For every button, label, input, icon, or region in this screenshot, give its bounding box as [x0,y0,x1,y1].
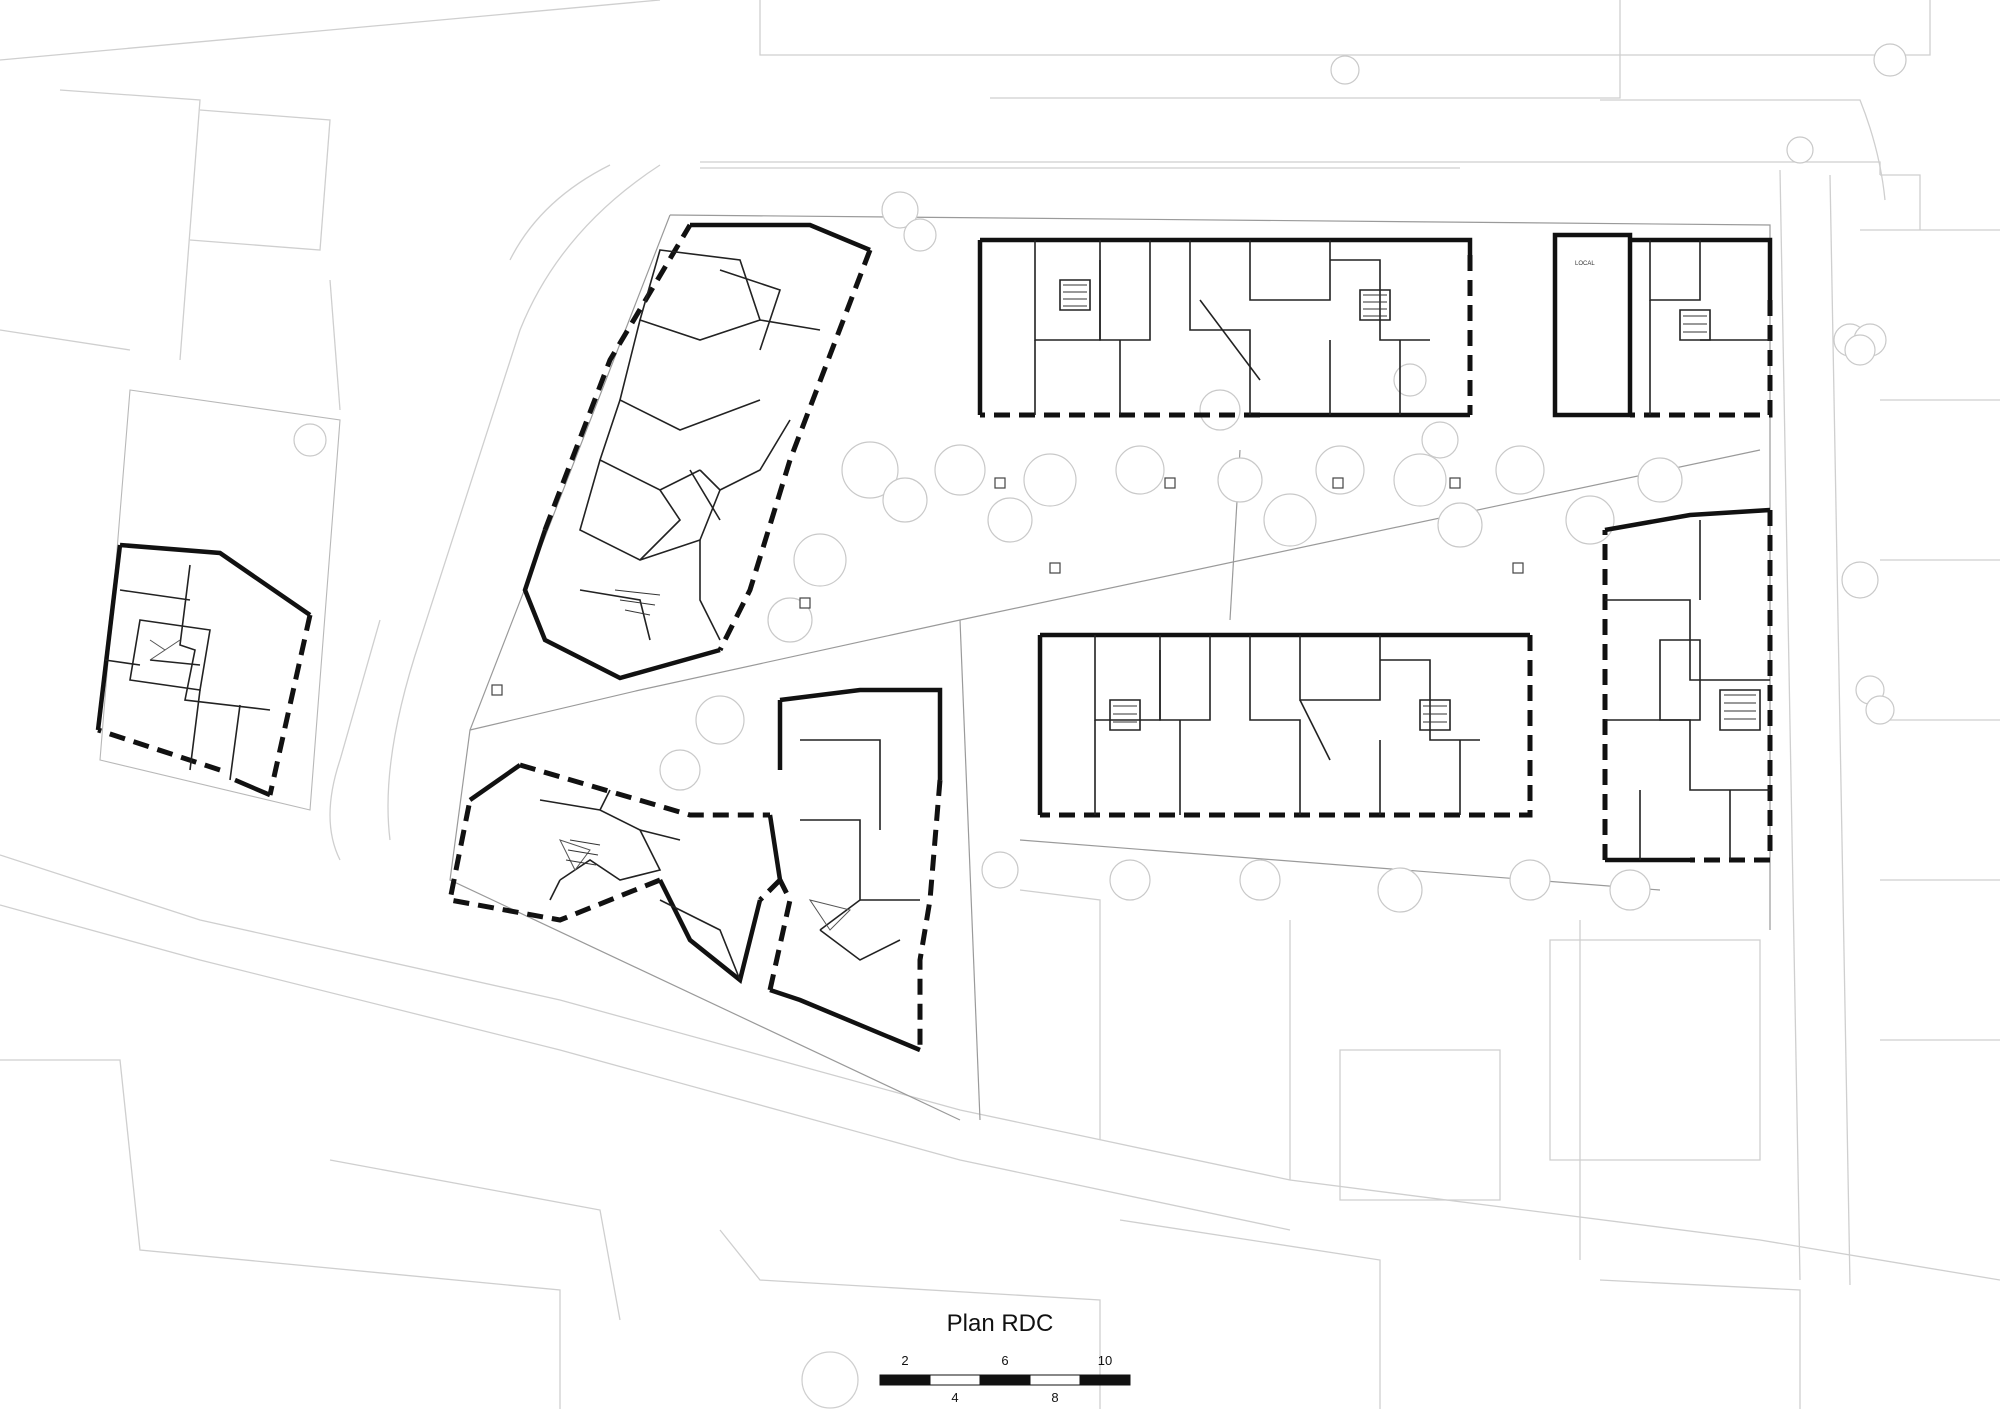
scale-label-2: 2 [901,1353,909,1368]
building-south-central [1037,632,1533,818]
column-markers [491,477,1524,696]
scale-label-4: 4 [951,1390,959,1405]
building-north-central [977,237,1473,418]
scale-label-6: 6 [1001,1353,1009,1368]
building-west [95,542,313,798]
building-northeast [1552,232,1773,418]
scale-label-8: 8 [1051,1390,1059,1405]
scale-label-10: 10 [1097,1353,1113,1368]
trees [293,43,1907,913]
building-northwest [522,222,873,681]
site-boundary [449,214,1771,1121]
scale-bar [879,1374,1131,1386]
building-southwest [447,687,943,1053]
local-tag: LOCAL [1575,261,1595,267]
building-east [1602,507,1773,863]
plan-title: Plan RDC [946,1310,1054,1337]
